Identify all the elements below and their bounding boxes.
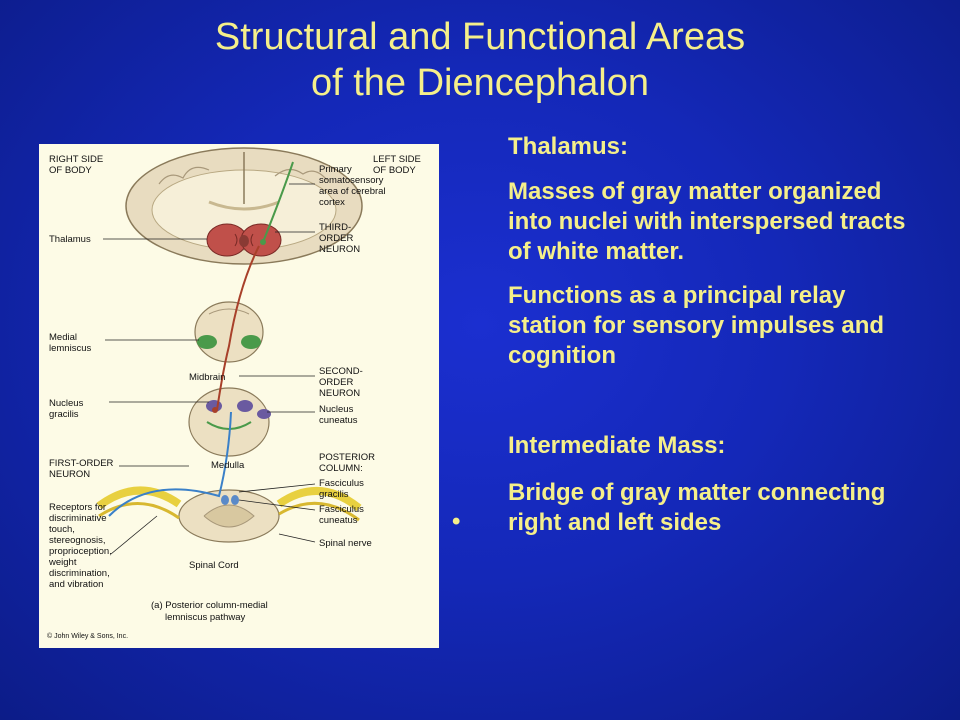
label-second-order-2: ORDER <box>319 377 353 388</box>
label-right-side-2: OF BODY <box>49 165 92 176</box>
thalamus-description: Masses of gray matter organized into nuc… <box>508 178 906 265</box>
label-nucleus-gracilis-2: gracilis <box>49 409 79 420</box>
label-nucleus-cuneatus-1: Nucleus <box>319 404 354 415</box>
label-spinal-cord: Spinal Cord <box>189 560 239 571</box>
label-medial-lemniscus-1: Medial <box>49 332 77 343</box>
thalamus-function: Functions as a principal relay station f… <box>508 282 885 369</box>
label-receptors-7: discrimination, <box>49 568 110 579</box>
label-primary-1: Primary <box>319 164 352 175</box>
label-second-order-3: NEURON <box>319 388 360 399</box>
label-receptors-5: proprioception, <box>49 546 112 557</box>
slide-title: Structural and Functional Areas of the D… <box>0 14 960 106</box>
label-nucleus-cuneatus-2: cuneatus <box>319 415 358 426</box>
label-posterior-column-2: COLUMN: <box>319 463 363 474</box>
label-spinal-nerve: Spinal nerve <box>319 538 372 549</box>
label-primary-4: cortex <box>319 197 345 208</box>
label-posterior-column-1: POSTERIOR <box>319 452 375 463</box>
label-receptors-2: discriminative <box>49 513 107 524</box>
label-fasciculus-gracilis-1: Fasciculus <box>319 478 364 489</box>
slide-content: Thalamus: Masses of gray matter organize… <box>508 128 928 538</box>
label-receptors-8: and vibration <box>49 579 103 590</box>
label-third-order-2: ORDER <box>319 233 353 244</box>
neural-pathway <box>108 161 294 517</box>
label-nucleus-gracilis-1: Nucleus <box>49 398 84 409</box>
bullet-point: • <box>452 508 461 535</box>
caption-line-1: (a) Posterior column-medial <box>151 600 268 611</box>
label-primary-2: somatosensory <box>319 175 384 186</box>
label-third-order-3: NEURON <box>319 244 360 255</box>
midbrain-section <box>194 301 264 363</box>
medulla-section <box>188 387 271 457</box>
leader-lines <box>103 183 316 555</box>
label-left-side-1: LEFT SIDE <box>373 154 421 165</box>
label-midbrain: Midbrain <box>189 372 225 383</box>
figure-labels: RIGHT SIDE OF BODY LEFT SIDE OF BODY Pri… <box>47 154 421 640</box>
spinal-cord-section <box>96 486 362 543</box>
label-second-order-1: SECOND- <box>319 366 363 377</box>
label-fasciculus-cuneatus-1: Fasciculus <box>319 504 364 515</box>
label-receptors-6: weight <box>48 557 77 568</box>
intermediate-mass-description: Bridge of gray matter connecting right a… <box>508 479 886 536</box>
label-right-side-1: RIGHT SIDE <box>49 154 103 165</box>
label-receptors-1: Receptors for <box>49 502 106 513</box>
title-line-2: of the Diencephalon <box>310 62 650 104</box>
title-line-1: Structural and Functional Areas <box>214 16 746 58</box>
caption-line-2: lemniscus pathway <box>165 612 246 623</box>
cerebrum-section <box>125 147 363 265</box>
label-receptors-3: touch, <box>49 524 75 535</box>
label-medial-lemniscus-2: lemniscus <box>49 343 91 354</box>
pathway-illustration: RIGHT SIDE OF BODY LEFT SIDE OF BODY Pri… <box>47 147 421 640</box>
label-primary-3: area of cerebral <box>319 186 386 197</box>
label-receptors-4: stereognosis, <box>49 535 106 546</box>
label-medulla: Medulla <box>211 460 245 471</box>
label-left-side-2: OF BODY <box>373 165 416 176</box>
copyright-text: © John Wiley & Sons, Inc. <box>47 632 128 640</box>
label-fasciculus-gracilis-2: gracilis <box>319 489 349 500</box>
label-first-order-1: FIRST-ORDER <box>49 458 114 469</box>
label-thalamus: Thalamus <box>49 234 91 245</box>
intermediate-mass-heading: Intermediate Mass: <box>508 432 726 459</box>
thalamus-heading: Thalamus: <box>508 133 629 160</box>
label-third-order-1: THIRD- <box>319 222 351 233</box>
label-first-order-2: NEURON <box>49 469 90 480</box>
neuroanatomy-figure: RIGHT SIDE OF BODY LEFT SIDE OF BODY Pri… <box>39 144 439 648</box>
label-fasciculus-cuneatus-2: cuneatus <box>319 515 358 526</box>
